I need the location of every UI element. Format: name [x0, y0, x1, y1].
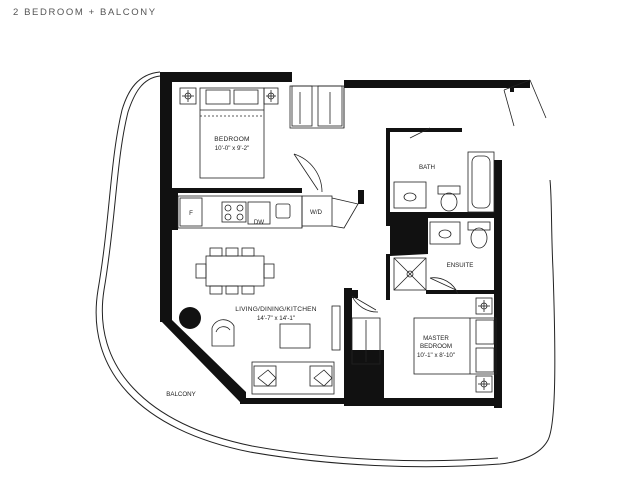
- master-nightstand-icon: [475, 297, 493, 393]
- interior-walls: [172, 128, 502, 400]
- master-bed: [413, 317, 497, 375]
- plan-title: 2 BEDROOM + BALCONY: [13, 7, 157, 18]
- master-bedroom-dims: 10'-1" x 8'-10": [417, 352, 455, 359]
- ensuite-fixtures: [393, 221, 491, 291]
- bedroom-label: BEDROOM: [214, 136, 249, 143]
- bedroom-closet: [289, 85, 345, 129]
- bedroom-bed: [199, 87, 265, 179]
- master-bedroom-label-line1: MASTER: [423, 335, 449, 342]
- dishwasher-label: DW: [254, 219, 264, 226]
- coffee-table: [279, 323, 311, 349]
- ensuite-label: ENSUITE: [447, 262, 474, 269]
- balcony-label: BALCONY: [166, 391, 196, 398]
- structural-column: [179, 307, 201, 329]
- exterior-walls: [160, 72, 530, 408]
- master-closet: [351, 317, 381, 365]
- kitchen-counter: [177, 195, 303, 229]
- balcony-outline: [95, 71, 556, 468]
- fridge-label: F: [189, 210, 193, 217]
- washer-dryer: [301, 195, 359, 229]
- bedroom-dims: 10'-0" x 9'-2": [215, 145, 250, 152]
- living-dims: 14'-7" x 14'-1": [257, 315, 295, 322]
- living-label: LIVING/DINING/KITCHEN: [235, 306, 317, 313]
- armchair: [211, 319, 235, 347]
- bedroom-nightstand-icon: [179, 87, 279, 105]
- dining-table: [195, 247, 275, 295]
- bath-label: BATH: [419, 164, 435, 171]
- tv-unit: [331, 305, 341, 351]
- washer-dryer-label: W/D: [310, 209, 323, 216]
- bath-fixtures: [393, 151, 495, 213]
- master-bedroom-label-line2: BEDROOM: [420, 343, 452, 350]
- sofa: [251, 361, 335, 395]
